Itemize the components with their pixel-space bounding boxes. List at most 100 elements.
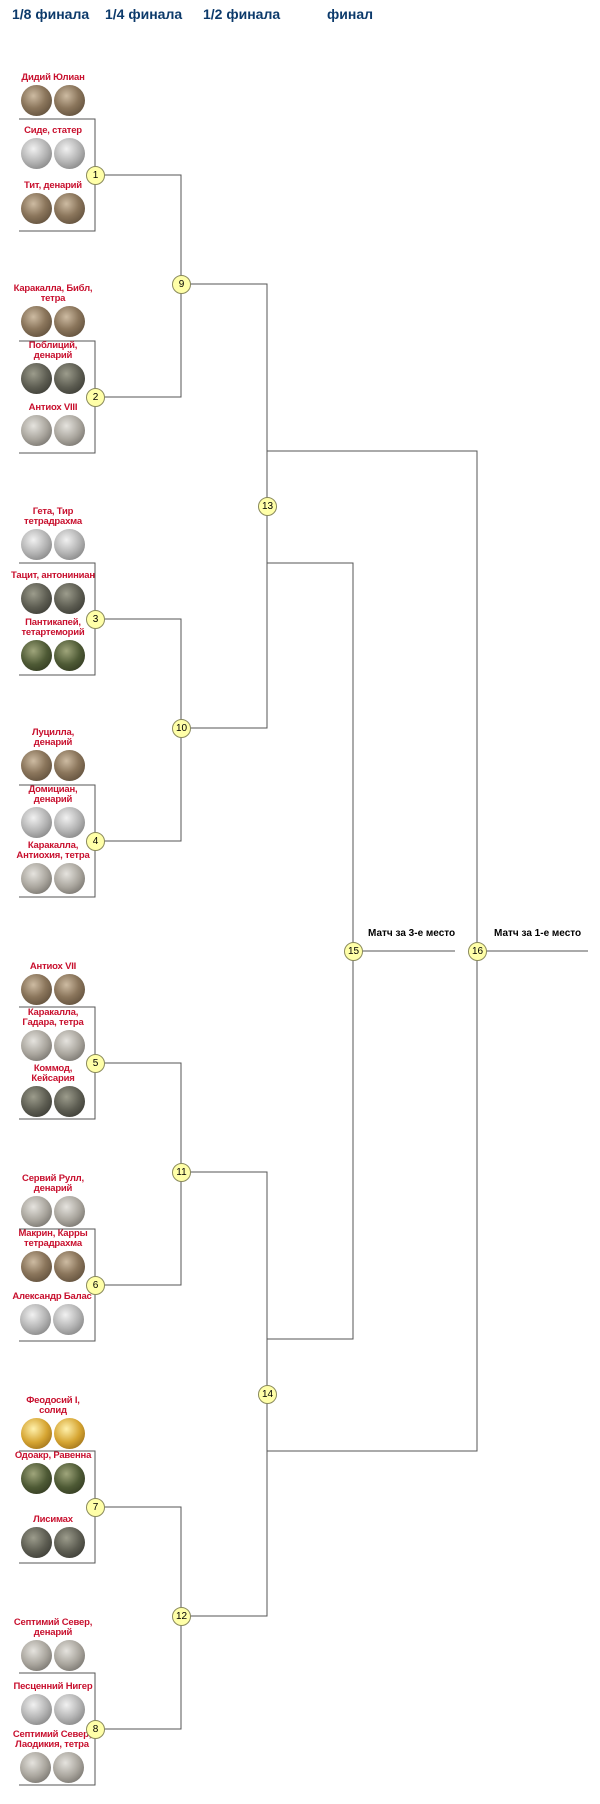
entry: Коммод, Кейсария	[13, 1064, 93, 1117]
match-node-14: 14	[258, 1385, 277, 1404]
coin-obverse-image	[21, 1640, 52, 1671]
coin-reverse-image	[54, 974, 85, 1005]
coin-obverse-image	[21, 529, 52, 560]
entry-name: Каракалла, Библ, тетра	[13, 283, 93, 304]
entry: Тит, денарий	[13, 181, 93, 224]
entry-name: Александр Балас	[12, 1291, 92, 1302]
entry-name: Сервий Рулл, денарий	[22, 1173, 84, 1194]
coin-reverse-image	[54, 1527, 85, 1558]
entry-name: Септимий Север, денарий	[13, 1617, 93, 1638]
match-node-3: 3	[86, 610, 105, 629]
coin-obverse-image	[21, 193, 52, 224]
match-node-1: 1	[86, 166, 105, 185]
entry: Поблиций, денарий	[13, 341, 93, 394]
entry-name: Каракалла, Антиохия, тетра	[16, 840, 90, 861]
final-label: Матч за 1-е место	[494, 928, 582, 939]
coin-obverse-image	[21, 1418, 52, 1449]
coin-obverse-image	[21, 85, 52, 116]
bracket-line-15	[267, 562, 354, 1340]
bracket-line-13	[181, 283, 268, 729]
match-node-6: 6	[86, 1276, 105, 1295]
coin-obverse-image	[21, 306, 52, 337]
entry: Александр Балас	[7, 1292, 97, 1335]
coin-obverse-image	[21, 1527, 52, 1558]
entry-name: Тацит, антониниан	[11, 570, 95, 581]
entry: Макрин, Карры тетрадрахма	[13, 1229, 93, 1282]
entry-name: Поблиций, денарий	[28, 340, 78, 361]
entry: Одоакр, Равенна	[13, 1451, 93, 1494]
coin-obverse-image	[21, 138, 52, 169]
coin-reverse-image	[54, 750, 85, 781]
header-quarterfinal: 1/4 финала	[105, 6, 183, 22]
entry: Лисимах	[13, 1515, 93, 1558]
header-semifinal: 1/2 финала	[203, 6, 281, 22]
coin-obverse-image	[21, 1463, 52, 1494]
match-node-11: 11	[172, 1163, 191, 1182]
entry: Песценний Нигер	[13, 1682, 93, 1725]
entry-name: Феодосий I, солид	[26, 1395, 80, 1416]
entry-name: Тит, денарий	[24, 180, 82, 191]
coin-reverse-image	[54, 807, 85, 838]
coin-reverse-image	[54, 415, 85, 446]
coin-obverse-image	[21, 363, 52, 394]
coin-reverse-image	[54, 1640, 85, 1671]
entry-name: Антиох VII	[29, 961, 77, 972]
coin-obverse-image	[21, 1086, 52, 1117]
entry: Пантикапей, тетартеморий	[13, 618, 93, 671]
match-node-16: 16	[468, 942, 487, 961]
third-place-label: Матч за 3-е место	[368, 928, 456, 939]
entry: Антиох VII	[13, 962, 93, 1005]
entry-name: Лисимах	[33, 1514, 73, 1525]
coin-obverse-image	[20, 1752, 51, 1783]
bracket-line-11	[95, 1062, 182, 1286]
entry: Септимий Север, Лаодикия, тетра	[7, 1730, 97, 1783]
coin-reverse-image	[54, 1196, 85, 1227]
match-node-15: 15	[344, 942, 363, 961]
coin-obverse-image	[21, 863, 52, 894]
entry-name: Луцилла, денарий	[31, 727, 75, 748]
entry: Септимий Север, денарий	[13, 1618, 93, 1671]
entry: Антиох VIII	[13, 403, 93, 446]
entry: Дидий Юлиан	[13, 73, 93, 116]
coin-reverse-image	[54, 1251, 85, 1282]
entry: Луцилла, денарий	[13, 728, 93, 781]
coin-reverse-image	[54, 640, 85, 671]
header-final: финал	[327, 6, 373, 22]
entry: Тацит, антониниан	[9, 571, 97, 614]
coin-obverse-image	[21, 415, 52, 446]
coin-reverse-image	[54, 529, 85, 560]
coin-reverse-image	[53, 1752, 84, 1783]
entry: Сервий Рулл, денарий	[13, 1174, 93, 1227]
entry-name: Пантикапей, тетартеморий	[21, 617, 85, 638]
coin-obverse-image	[21, 750, 52, 781]
coin-obverse-image	[21, 1030, 52, 1061]
coin-reverse-image	[54, 1086, 85, 1117]
entry-name: Антиох VIII	[28, 402, 78, 413]
entry: Феодосий I, солид	[13, 1396, 93, 1449]
coin-obverse-image	[21, 1694, 52, 1725]
coin-obverse-image	[21, 1251, 52, 1282]
match-node-10: 10	[172, 719, 191, 738]
coin-reverse-image	[54, 1463, 85, 1494]
entry-name: Гета, Тир тетрадрахма	[24, 506, 82, 527]
entry-name: Макрин, Карры тетрадрахма	[18, 1228, 88, 1249]
header-round-of-16: 1/8 финала	[12, 6, 90, 22]
entry: Каракалла, Гадара, тетра	[13, 1008, 93, 1061]
coin-obverse-image	[21, 640, 52, 671]
coin-reverse-image	[54, 363, 85, 394]
match-node-13: 13	[258, 497, 277, 516]
coin-obverse-image	[21, 1196, 52, 1227]
match-node-4: 4	[86, 832, 105, 851]
bracket-line-9	[95, 174, 182, 398]
coin-reverse-image	[53, 1304, 84, 1335]
match-node-12: 12	[172, 1607, 191, 1626]
coin-reverse-image	[54, 863, 85, 894]
match-node-5: 5	[86, 1054, 105, 1073]
entry: Сиде, статер	[13, 126, 93, 169]
coin-reverse-image	[54, 85, 85, 116]
entry-name: Сиде, статер	[24, 125, 82, 136]
match-node-2: 2	[86, 388, 105, 407]
entry: Домициан, денарий	[13, 785, 93, 838]
entry-name: Дидий Юлиан	[21, 72, 85, 83]
coin-obverse-image	[20, 1304, 51, 1335]
